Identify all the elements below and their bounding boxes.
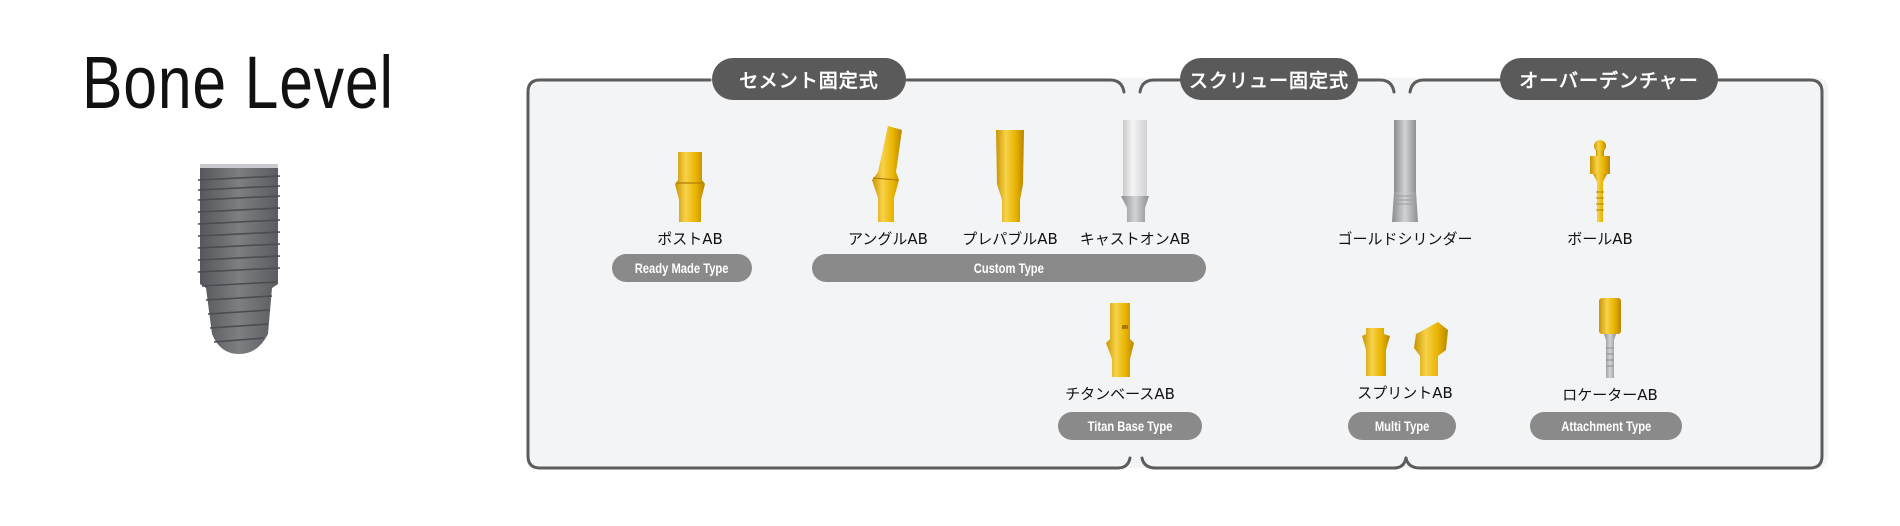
post-abutment-icon <box>675 152 705 222</box>
splint-abutment-icon <box>1362 322 1448 376</box>
type-custom: Custom Type <box>812 254 1206 282</box>
product-label: アングルAB <box>848 230 928 248</box>
type-label: Ready Made Type <box>635 260 729 276</box>
section-label: オーバーデンチャー <box>1519 69 1699 92</box>
implant-icon <box>198 164 280 354</box>
type-label: Attachment Type <box>1560 418 1652 434</box>
product-label: チタンベースAB <box>1065 385 1175 403</box>
type-attachment: Attachment Type <box>1530 412 1682 440</box>
product-titan-base-ab[interactable]: チタンベースAB <box>1050 303 1190 404</box>
titan-base-abutment-icon <box>1106 303 1134 377</box>
product-angle-ab[interactable]: アングルAB <box>838 124 938 249</box>
section-cement-retained: セメント固定式 <box>712 58 906 100</box>
type-multi: Multi Type <box>1348 412 1456 440</box>
product-ball-ab[interactable]: ボールAB <box>1550 138 1650 249</box>
product-cast-on-ab[interactable]: キャストオンAB <box>1070 120 1200 249</box>
product-label: プレパブルAB <box>962 230 1058 248</box>
preparable-abutment-icon <box>996 130 1024 222</box>
page-title: Bone Level <box>82 41 394 124</box>
product-label: スプリントAB <box>1357 384 1453 402</box>
product-label: ロケーターAB <box>1562 386 1658 404</box>
type-label: Titan Base Type <box>1087 418 1173 434</box>
gold-cylinder-icon <box>1392 120 1418 222</box>
product-post-ab[interactable]: ポストAB <box>640 150 740 249</box>
section-label: セメント固定式 <box>739 69 879 92</box>
product-label: キャストオンAB <box>1079 230 1191 248</box>
section-screw-retained: スクリュー固定式 <box>1180 58 1358 100</box>
product-splint-ab[interactable]: スプリントAB <box>1330 320 1480 403</box>
type-titan-base: Titan Base Type <box>1058 412 1202 440</box>
ball-abutment-icon <box>1590 140 1610 222</box>
product-label: ポストAB <box>657 230 723 248</box>
type-ready-made: Ready Made Type <box>612 254 752 282</box>
product-preparable-ab[interactable]: プレパブルAB <box>950 128 1070 249</box>
type-label: Multi Type <box>1374 418 1430 434</box>
product-gold-cylinder[interactable]: ゴールドシリンダー <box>1330 120 1480 249</box>
product-locator-ab[interactable]: ロケーターAB <box>1550 298 1670 405</box>
section-overdenture: オーバーデンチャー <box>1500 58 1718 100</box>
section-label: スクリュー固定式 <box>1188 69 1349 92</box>
angle-abutment-icon <box>872 126 902 222</box>
product-label: ボールAB <box>1567 230 1633 248</box>
product-label: ゴールドシリンダー <box>1337 230 1473 248</box>
cast-on-abutment-icon <box>1121 120 1149 222</box>
locator-abutment-icon <box>1599 298 1621 378</box>
type-label: Custom Type <box>973 260 1045 276</box>
